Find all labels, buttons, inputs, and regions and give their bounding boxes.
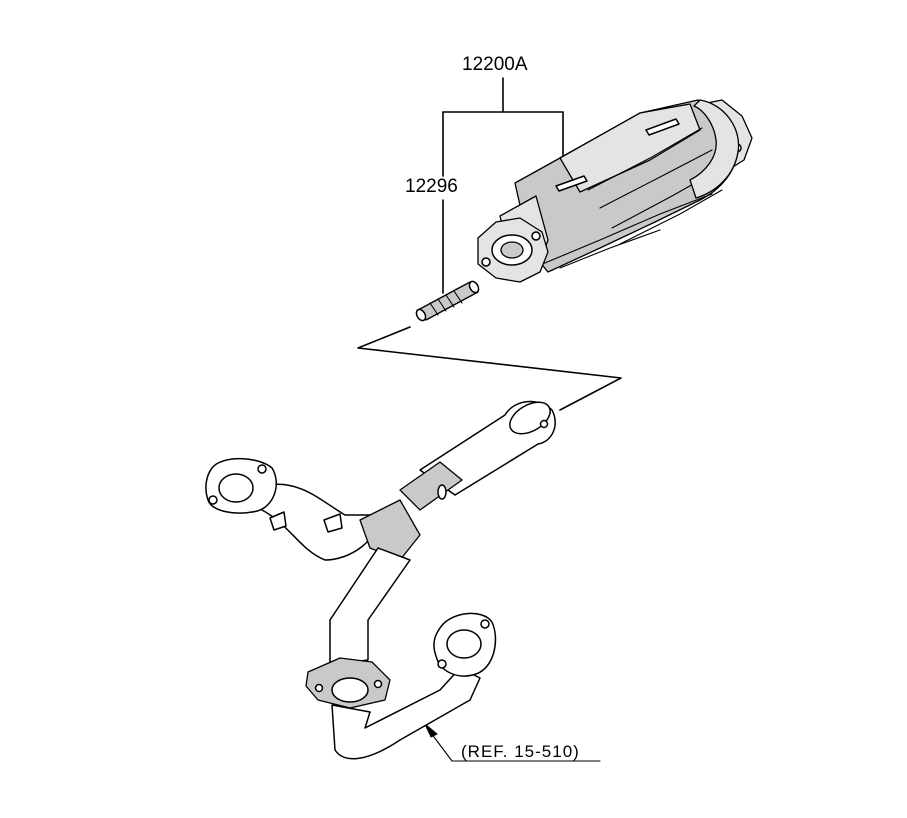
front-flange-hole-1	[481, 257, 491, 267]
break-line	[357, 326, 622, 411]
right-flange-hole-2	[437, 659, 447, 669]
upper-flange-hole	[539, 419, 549, 429]
pipe-left-branch	[261, 483, 379, 561]
pipe-bottom-elbow	[331, 667, 481, 760]
left-flange-opening	[218, 473, 254, 503]
lower-joint-hole-1	[314, 683, 324, 693]
left-bracket	[269, 511, 287, 531]
pipe-upper-flange	[509, 401, 551, 435]
catalytic-converter[interactable]	[477, 99, 753, 283]
converter-end-cap	[689, 99, 740, 199]
left-flange-hole-1	[208, 495, 218, 505]
front-flange-hole-2	[531, 231, 541, 241]
stud-bolt[interactable]	[415, 280, 481, 322]
lower-seam-2	[559, 229, 661, 269]
pipe-junction-sleeve	[399, 461, 463, 511]
sensor-boss	[437, 484, 447, 500]
shield-ridge-4	[619, 189, 723, 245]
center-bracket	[323, 513, 343, 533]
exhaust-front-pipe[interactable]	[205, 396, 556, 760]
pipe-merge-collector	[359, 499, 421, 561]
stud-end-bottom	[415, 308, 427, 322]
shield-slot-1	[645, 118, 680, 136]
right-flange-opening	[446, 629, 482, 659]
pipe-down-section	[329, 547, 411, 666]
reference-label[interactable]: (REF. 15-510)	[461, 742, 580, 761]
stud-end-top	[468, 280, 480, 294]
lower-joint-opening	[331, 677, 369, 703]
leader-to-pipe	[427, 728, 601, 762]
leader-arrowhead	[424, 723, 438, 738]
left-flange-hole-2	[257, 464, 267, 474]
part-number-12200a[interactable]: 12200A	[462, 54, 528, 75]
stud-thread	[429, 290, 463, 316]
shield-slot-2	[555, 175, 588, 192]
lower-joint-hole-2	[373, 679, 383, 689]
lower-seam	[539, 193, 713, 266]
inlet-bore	[500, 241, 524, 259]
right-flange-hole-1	[480, 619, 490, 629]
shield-ridge-2	[599, 149, 713, 209]
part-number-12296[interactable]: 12296	[405, 176, 458, 197]
leader-lines	[424, 77, 601, 762]
stud-shank	[417, 281, 479, 321]
shield-ridge-1	[587, 127, 703, 191]
